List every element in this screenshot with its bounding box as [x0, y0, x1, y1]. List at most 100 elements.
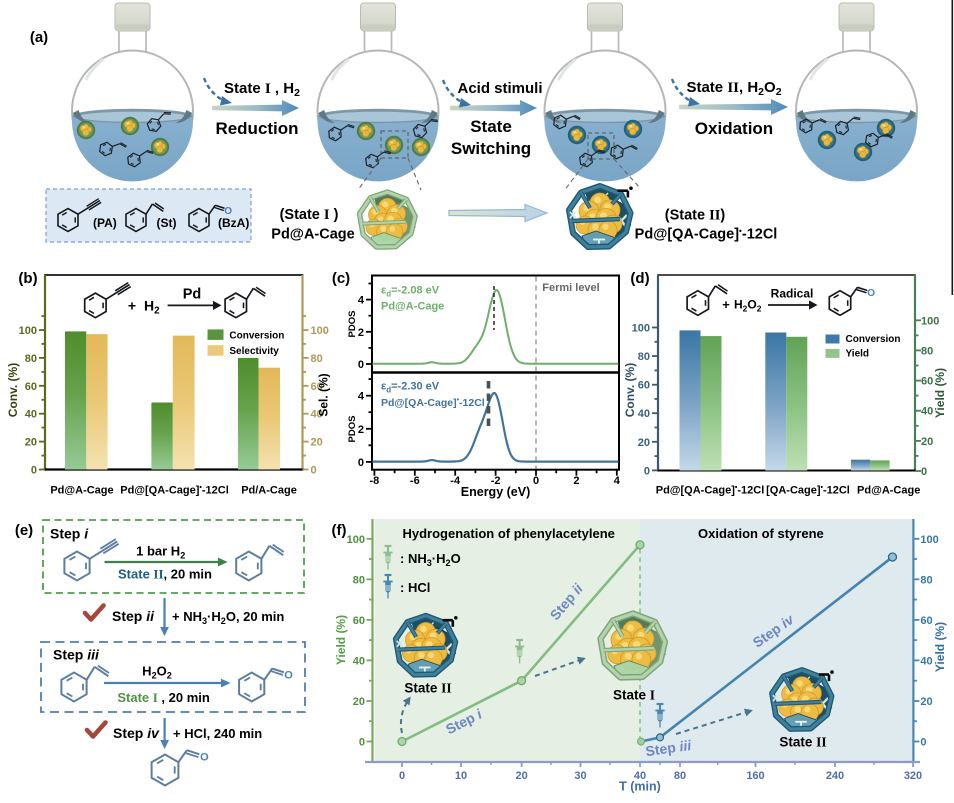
svg-text:Selectivity: Selectivity: [229, 346, 279, 357]
svg-text:60: 60: [638, 380, 650, 392]
svg-text:Conv. (%): Conv. (%): [623, 363, 637, 417]
svg-text:100: 100: [19, 325, 37, 337]
svg-text:(BzA): (BzA): [218, 216, 249, 230]
svg-text:State II, 20 min: State II, 20 min: [118, 567, 212, 582]
svg-text:Energy (eV): Energy (eV): [461, 485, 530, 499]
svg-text:10: 10: [455, 770, 467, 782]
svg-text:Hydrogenation of phenylacetyle: Hydrogenation of phenylacetylene: [403, 526, 615, 541]
svg-text:60: 60: [353, 615, 365, 627]
svg-text:Conversion: Conversion: [846, 334, 901, 345]
svg-text:+: +: [722, 297, 730, 312]
svg-text:0: 0: [644, 465, 650, 477]
svg-text:40: 40: [638, 408, 650, 420]
svg-text:+: +: [128, 298, 136, 314]
svg-text:100: 100: [311, 325, 329, 337]
svg-text:40: 40: [25, 409, 37, 421]
svg-text:2: 2: [358, 327, 364, 339]
svg-text:Oxidation: Oxidation: [695, 119, 773, 138]
svg-text:: HCl: : HCl: [400, 580, 430, 595]
svg-text:Step ii: Step ii: [112, 608, 155, 624]
svg-text:80: 80: [353, 574, 365, 586]
svg-text:80: 80: [25, 353, 37, 365]
svg-text:+ NH3​·H2​O, 20 min: + NH3​·H2​O, 20 min: [172, 609, 284, 626]
svg-text:80: 80: [674, 770, 686, 782]
svg-text:320: 320: [904, 770, 922, 782]
svg-text:80: 80: [920, 574, 932, 586]
svg-text:Pd@A-Cage: Pd@A-Cage: [857, 485, 920, 497]
svg-text:20: 20: [25, 437, 37, 449]
svg-text:(b): (b): [18, 270, 37, 287]
svg-text:(c): (c): [332, 270, 350, 287]
svg-text:State II: State II: [779, 735, 826, 750]
svg-text:PDOS: PDOS: [347, 416, 358, 443]
svg-text:O: O: [867, 288, 875, 299]
svg-text:(State II): (State II): [665, 208, 726, 224]
svg-text:20: 20: [515, 770, 527, 782]
svg-text:80: 80: [638, 351, 650, 363]
svg-text:-6: -6: [410, 475, 420, 487]
svg-text:Conversion: Conversion: [229, 330, 284, 341]
svg-text:Pd@[QA-Cage]•​-12Cl: Pd@[QA-Cage]•​-12Cl: [381, 397, 485, 409]
svg-text:4: 4: [614, 475, 621, 487]
svg-text:100: 100: [920, 534, 938, 546]
svg-text:(State I ): (State I ): [280, 207, 339, 223]
svg-text:State II, H2​O2​: State II, H2​O2​: [686, 79, 781, 98]
svg-text:40: 40: [353, 655, 365, 667]
svg-text:State I , H2​: State I , H2​: [224, 80, 300, 99]
svg-text:40: 40: [920, 655, 932, 667]
svg-text:100: 100: [921, 315, 939, 327]
svg-text:PDOS: PDOS: [347, 311, 358, 338]
svg-text:0: 0: [920, 737, 926, 749]
svg-text:-8: -8: [370, 475, 380, 487]
svg-text:(PA): (PA): [93, 216, 117, 230]
svg-text:240: 240: [826, 770, 844, 782]
svg-text:4: 4: [358, 391, 365, 403]
svg-text:Pd@A-Cage: Pd@A-Cage: [50, 485, 113, 497]
svg-text:100: 100: [632, 323, 650, 335]
svg-text:0: 0: [31, 465, 37, 477]
svg-text:Acid stimuli: Acid stimuli: [457, 80, 542, 97]
svg-text:H2​O2​: H2​O2​: [142, 664, 172, 681]
svg-text:Switching: Switching: [451, 139, 531, 158]
svg-text:State I , 20 min: State I , 20 min: [117, 690, 210, 705]
svg-text:100: 100: [347, 534, 365, 546]
svg-text:H2​: H2​: [144, 298, 160, 317]
svg-text:60: 60: [921, 376, 933, 388]
svg-text:0: 0: [921, 466, 927, 478]
svg-text:State I: State I: [613, 688, 655, 703]
svg-text:Conv. (%): Conv. (%): [6, 363, 20, 417]
svg-text:40: 40: [921, 406, 933, 418]
svg-text:0: 0: [311, 465, 317, 477]
svg-text:4: 4: [358, 295, 365, 307]
svg-text:60: 60: [920, 615, 932, 627]
svg-text:160: 160: [746, 770, 764, 782]
svg-text:Step iv: Step iv: [113, 725, 160, 741]
svg-text:Sel. (%): Sel. (%): [317, 373, 331, 416]
svg-text:20: 20: [638, 437, 650, 449]
svg-text:20: 20: [311, 437, 323, 449]
svg-text:Pd@A-Cage: Pd@A-Cage: [271, 227, 354, 243]
svg-text:State: State: [470, 117, 512, 136]
svg-text:(e): (e): [15, 522, 33, 539]
svg-text:60: 60: [25, 381, 37, 393]
svg-text:(St): (St): [157, 216, 177, 230]
svg-text:Pd@[QA-Cage]•​-12Cl: Pd@[QA-Cage]•​-12Cl: [656, 485, 765, 497]
svg-text:Yield (%): Yield (%): [334, 615, 348, 665]
svg-text:Pd: Pd: [183, 287, 202, 303]
svg-text:Pd/A-Cage: Pd/A-Cage: [241, 485, 297, 497]
svg-text:Yield: Yield: [846, 348, 870, 359]
svg-text:1 bar H2​: 1 bar H2​: [136, 544, 185, 561]
svg-text:State II: State II: [404, 681, 451, 696]
svg-text:Reduction: Reduction: [215, 119, 298, 138]
svg-text:20: 20: [353, 696, 365, 708]
svg-text:(a): (a): [30, 29, 48, 46]
svg-text:(d): (d): [630, 270, 649, 287]
svg-text:H2​O2​: H2​O2​: [734, 298, 762, 314]
svg-text:80: 80: [311, 353, 323, 365]
svg-text:Pd@[QA-Cage]•​-12Cl: Pd@[QA-Cage]•​-12Cl: [120, 485, 229, 497]
svg-text:Oxidation of styrene: Oxidation of styrene: [698, 526, 824, 541]
svg-text:O: O: [200, 752, 209, 764]
svg-text:Fermi level: Fermi level: [542, 282, 599, 294]
svg-text:Yield (%): Yield (%): [933, 622, 947, 672]
svg-text:Pd@A-Cage: Pd@A-Cage: [381, 301, 444, 313]
